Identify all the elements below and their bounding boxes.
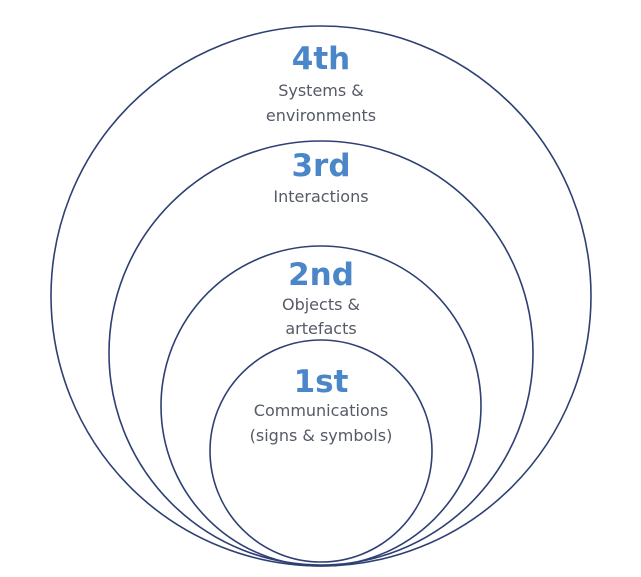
level-title-1st: 1st bbox=[294, 364, 349, 400]
level-title-4th: 4th bbox=[292, 41, 350, 77]
level-title-3rd: 3rd bbox=[291, 148, 350, 184]
level-desc-1st-line2: (signs & symbols) bbox=[250, 426, 393, 445]
ring-3rd bbox=[108, 140, 534, 566]
level-desc-4th-line2: environments bbox=[266, 106, 376, 125]
level-title-2nd: 2nd bbox=[288, 257, 354, 293]
level-desc-4th-line1: Systems & bbox=[278, 81, 364, 100]
level-desc-2nd-line1: Objects & bbox=[282, 295, 360, 314]
ring-1st bbox=[209, 339, 433, 563]
ring-2nd bbox=[160, 245, 482, 567]
level-desc-3rd-line1: Interactions bbox=[273, 187, 368, 206]
level-desc-2nd-line2: artefacts bbox=[285, 319, 356, 338]
level-desc-1st-line1: Communications bbox=[254, 401, 388, 420]
